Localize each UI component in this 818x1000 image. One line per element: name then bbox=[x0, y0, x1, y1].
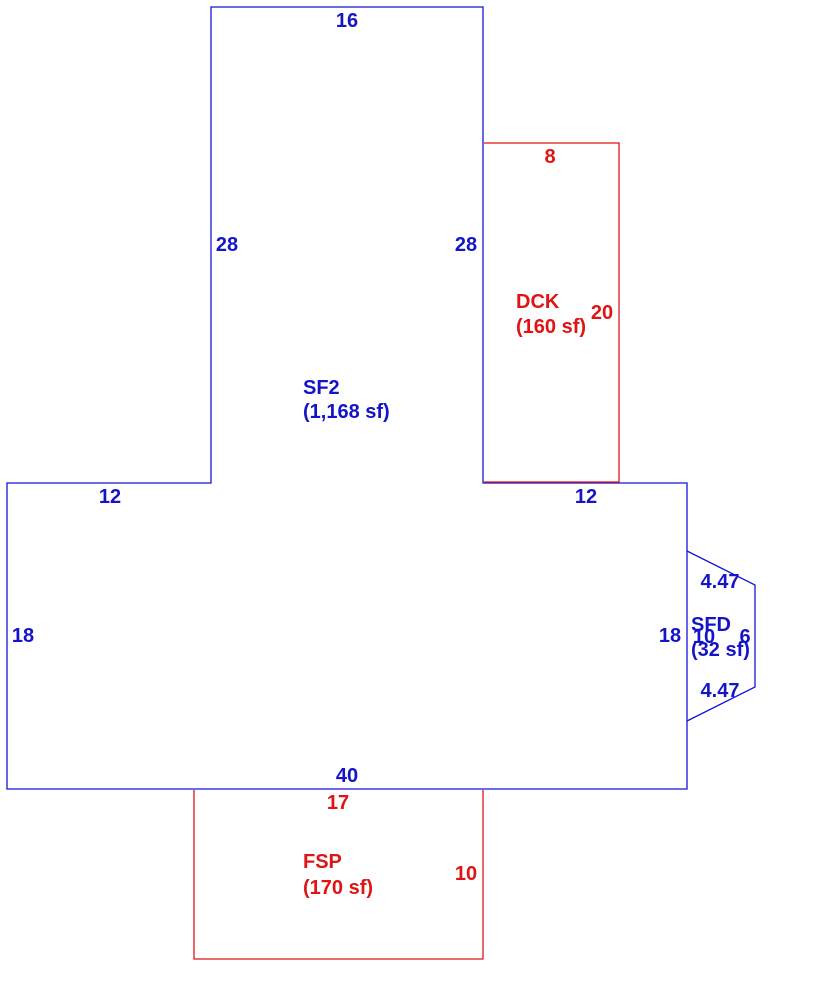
dim-sf2-right: 18 bbox=[659, 625, 681, 647]
dim-fsp-top: 17 bbox=[327, 792, 349, 814]
sfd-outline bbox=[686, 550, 756, 722]
dim-sf2-right-step: 12 bbox=[575, 486, 597, 508]
dim-sfd-upper: 4.47 bbox=[701, 571, 740, 593]
sfd-area-label: (32 sf) bbox=[691, 639, 750, 661]
dim-dck-top: 8 bbox=[544, 146, 555, 168]
dim-sfd-lower: 4.47 bbox=[701, 680, 740, 702]
fsp-code-label: FSP bbox=[303, 851, 342, 873]
dim-sf2-upper-left: 28 bbox=[216, 234, 238, 256]
fsp-outline bbox=[193, 790, 484, 960]
dck-area-label: (160 sf) bbox=[516, 316, 586, 338]
dim-sfd-right: 6 bbox=[739, 626, 750, 648]
sf2-outline bbox=[6, 6, 688, 790]
dim-sfd-left: 10 bbox=[693, 626, 715, 648]
dim-sf2-upper-right: 28 bbox=[455, 234, 477, 256]
dck-outline bbox=[484, 142, 620, 483]
dim-dck-right: 20 bbox=[591, 302, 613, 324]
dim-fsp-right: 10 bbox=[455, 863, 477, 885]
dim-sf2-top: 16 bbox=[336, 10, 358, 32]
dim-sf2-left: 18 bbox=[12, 625, 34, 647]
dim-sf2-left-step: 12 bbox=[99, 486, 121, 508]
sfd-code-label: SFD bbox=[691, 614, 731, 636]
dck-code-label: DCK bbox=[516, 291, 560, 313]
sf2-code-label: SF2 bbox=[303, 377, 340, 399]
sf2-area-label: (1,168 sf) bbox=[303, 401, 390, 423]
fsp-area-label: (170 sf) bbox=[303, 877, 373, 899]
dim-sf2-bottom: 40 bbox=[336, 765, 358, 787]
